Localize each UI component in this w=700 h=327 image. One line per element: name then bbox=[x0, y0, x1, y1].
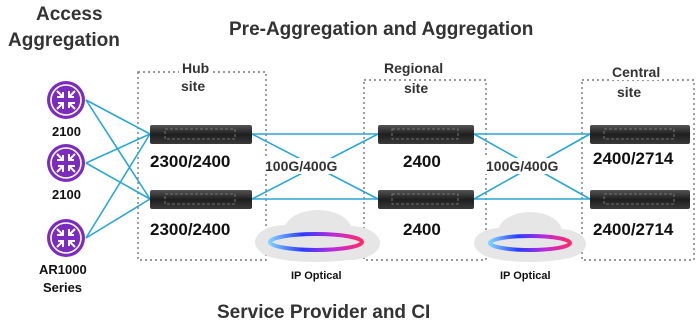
switch-icon bbox=[150, 125, 252, 144]
switch-icon bbox=[378, 190, 474, 209]
access-title-line2: Aggregation bbox=[8, 30, 120, 51]
cloud-label-right: IP Optical bbox=[500, 270, 551, 282]
router-icon bbox=[47, 144, 85, 182]
access-links bbox=[85, 99, 151, 239]
switch-icon bbox=[590, 125, 690, 144]
router-label-2: 2100 bbox=[52, 187, 81, 202]
cloud-icon bbox=[255, 210, 380, 262]
hub-site-label-1: Hub bbox=[179, 60, 213, 76]
switch-icon bbox=[150, 190, 252, 209]
link-label-regional-central: 100G/400G bbox=[484, 158, 561, 174]
regional-site-label-2: site bbox=[404, 80, 429, 96]
link-label-hub-regional: 100G/400G bbox=[263, 158, 340, 174]
hub-site-label-2: site bbox=[181, 78, 206, 94]
switch-label-central-top: 2400/2714 bbox=[593, 149, 674, 169]
router-label-3-line1: AR1000 bbox=[39, 262, 87, 277]
cloud-icon bbox=[474, 212, 586, 262]
regional-site-label-1: Regional bbox=[384, 60, 444, 76]
switch-label-regional-top: 2400 bbox=[403, 152, 441, 172]
switch-icon bbox=[378, 125, 474, 144]
bottom-title: Service Provider and CI bbox=[217, 302, 431, 323]
central-site-label-1: Central bbox=[610, 64, 663, 80]
switch-label-hub-top: 2300/2400 bbox=[150, 152, 231, 172]
switch-label-central-bottom: 2400/2714 bbox=[593, 220, 674, 240]
access-title-line1: Access bbox=[36, 4, 103, 25]
switch-label-regional-bottom: 2400 bbox=[403, 220, 441, 240]
router-icon bbox=[47, 81, 85, 119]
cloud-label-left: IP Optical bbox=[291, 270, 342, 282]
router-icon bbox=[47, 219, 85, 257]
switch-label-hub-bottom: 2300/2400 bbox=[150, 220, 231, 240]
switch-icon bbox=[590, 190, 690, 209]
preagg-title: Pre-Aggregation and Aggregation bbox=[229, 19, 534, 40]
central-site-box bbox=[581, 79, 695, 261]
router-label-1: 2100 bbox=[52, 124, 81, 139]
central-site-label-2: site bbox=[617, 84, 642, 100]
router-label-3-line2: Series bbox=[43, 280, 83, 295]
